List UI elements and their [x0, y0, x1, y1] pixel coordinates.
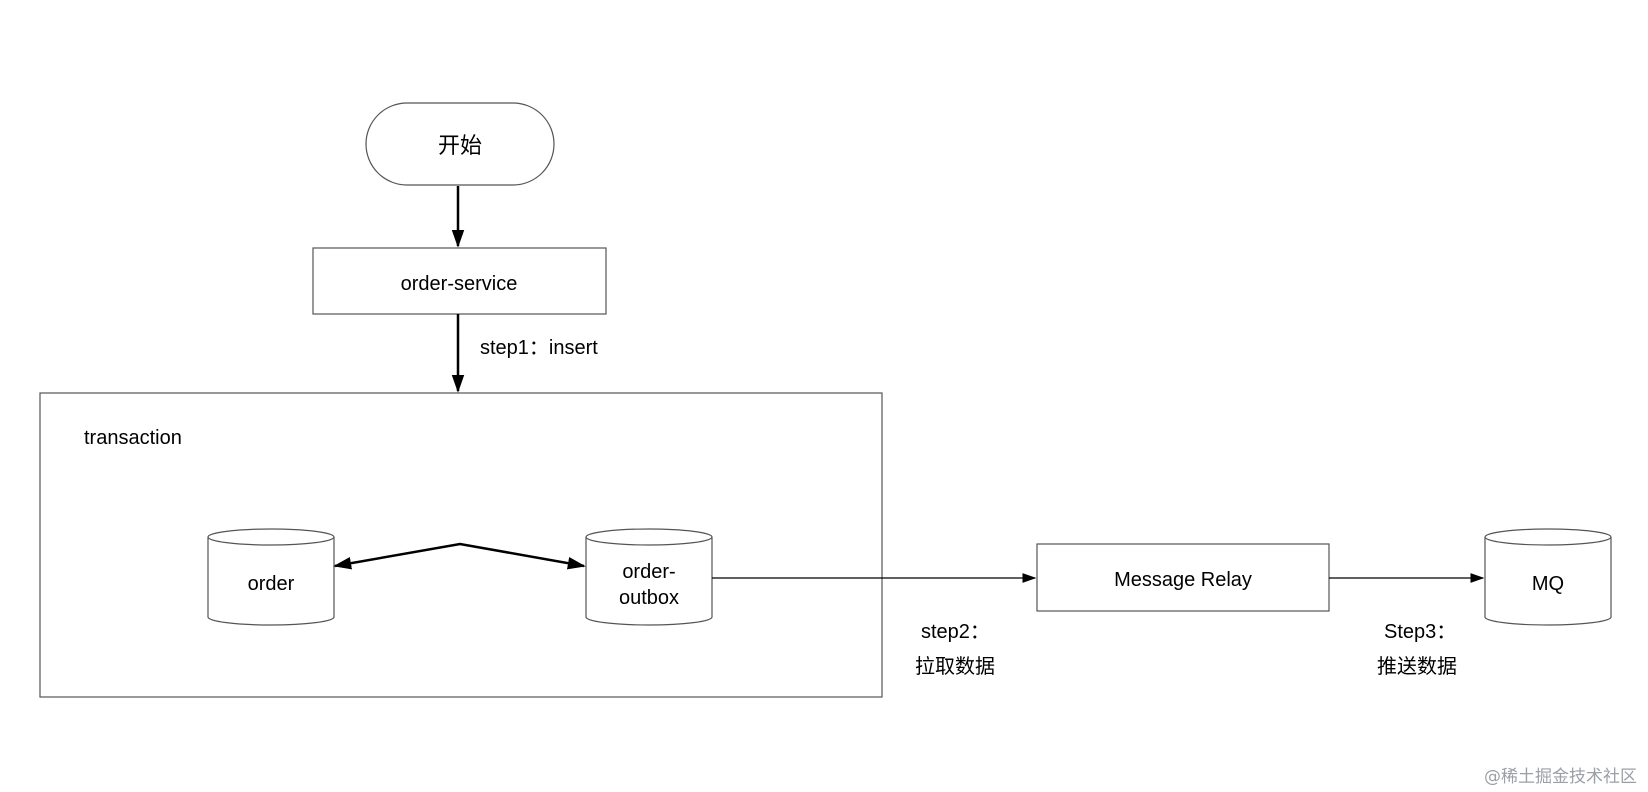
- transaction-label: transaction: [84, 427, 182, 449]
- mq-node: MQ: [1484, 528, 1612, 626]
- message-relay-label: Message Relay: [1114, 569, 1252, 591]
- order-outbox-db: order- outbox: [585, 528, 713, 626]
- order-service-label: order-service: [401, 273, 518, 295]
- edge-order-outbox-link: [333, 542, 586, 570]
- start-node: 开始: [365, 102, 555, 186]
- step2-label-line2: 拉取数据: [915, 655, 995, 678]
- message-relay-node: Message Relay: [1036, 543, 1330, 612]
- step1-label: step1：insert: [480, 337, 598, 359]
- step2-label-line1: step2：: [921, 621, 990, 643]
- start-node-label: 开始: [438, 133, 482, 158]
- step3-label-line2: 推送数据: [1377, 655, 1457, 678]
- order-db-label: order: [248, 573, 295, 595]
- order-outbox-db-label-line1: order-: [622, 561, 675, 583]
- mq-label: MQ: [1532, 573, 1564, 595]
- order-outbox-db-label-line2: outbox: [619, 587, 679, 609]
- step3-label-line1: Step3：: [1384, 621, 1456, 643]
- watermark: @稀土掘金技术社区: [1484, 767, 1637, 787]
- order-db: order: [207, 528, 335, 626]
- order-service-node: order-service: [312, 247, 607, 315]
